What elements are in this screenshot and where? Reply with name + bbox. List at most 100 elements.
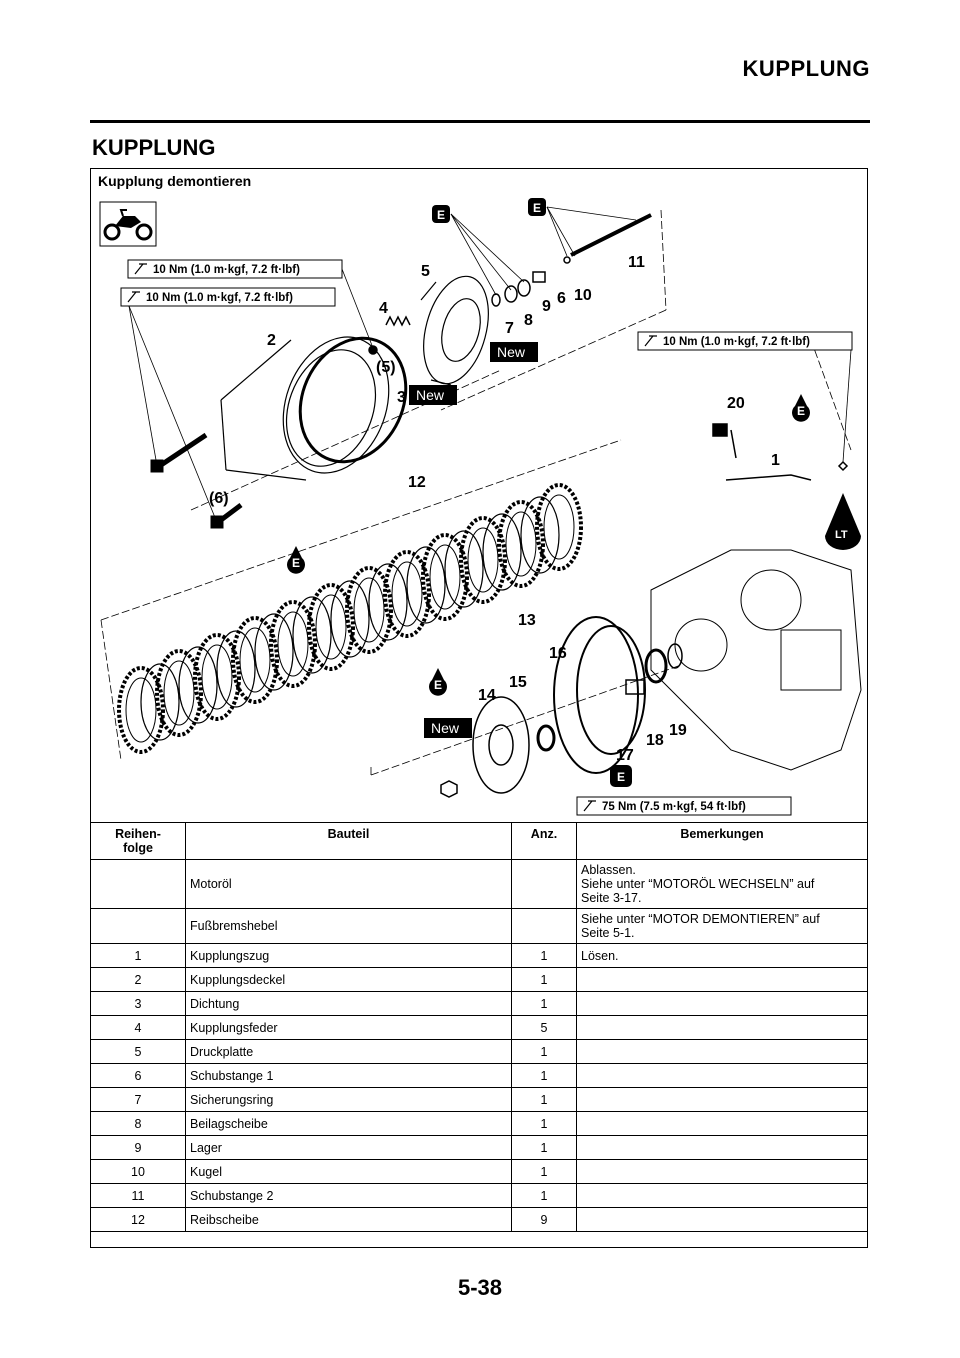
cell-order	[91, 859, 186, 909]
table-row: Motoröl Ablassen. Siehe unter “MOTORÖL W…	[91, 859, 867, 909]
svg-text:(6): (6)	[209, 490, 229, 507]
engine-block	[650, 549, 862, 771]
cell-part: Kupplungsdeckel	[185, 967, 512, 992]
cell-order	[91, 908, 186, 944]
torque-box-1: 10 Nm (1.0 m·kgf, 7.2 ft·lbf)	[127, 259, 343, 279]
new-badge-3: New	[424, 718, 472, 738]
svg-text:20: 20	[727, 395, 745, 412]
svg-text:5: 5	[421, 263, 430, 280]
cell-part: Fußbremshebel	[185, 908, 512, 944]
spacer	[625, 679, 645, 695]
torque-box-2: 10 Nm (1.0 m·kgf, 7.2 ft·lbf)	[120, 287, 336, 307]
cell-qty: 1	[511, 1183, 577, 1208]
needle-bearing	[644, 648, 668, 684]
cell-qty: 1	[511, 991, 577, 1016]
cell-part: Lager	[185, 1135, 512, 1160]
table-header-row: Reihen- folge Bauteil Anz. Bemerkungen	[91, 822, 867, 860]
clutch-spring	[368, 315, 411, 355]
cell-part: Beilagscheibe	[185, 1111, 512, 1136]
cell-order: 3	[91, 991, 186, 1016]
svg-text:12: 12	[408, 474, 426, 491]
cell-remarks	[576, 1183, 867, 1208]
table-row: 10 Kugel 1	[91, 1159, 867, 1184]
cell-remarks	[576, 991, 867, 1016]
header-title: KUPPLUNG	[742, 56, 870, 81]
svg-text:New: New	[497, 344, 526, 360]
svg-text:New: New	[431, 720, 460, 736]
cover-bolt	[150, 432, 243, 529]
table-row: 8 Beilagscheibe 1	[91, 1111, 867, 1136]
torque-label-1: 10 Nm (1.0 m·kgf, 7.2 ft·lbf)	[153, 264, 300, 276]
svg-text:2: 2	[267, 332, 276, 349]
svg-text:E: E	[434, 678, 442, 692]
svg-text:E: E	[437, 208, 445, 222]
cell-qty: 5	[511, 1015, 577, 1040]
cell-remarks: Siehe unter “MOTOR DEMONTIEREN” auf Seit…	[576, 908, 867, 944]
oil-icon-top-2: E	[528, 198, 546, 216]
svg-text:9: 9	[542, 298, 551, 315]
torque-box-3: 10 Nm (1.0 m·kgf, 7.2 ft·lbf)	[637, 331, 853, 351]
page-number: 5-38	[457, 1275, 503, 1300]
clutch-washer	[536, 724, 556, 752]
table-row: Fußbremshebel Siehe unter “MOTOR DEMONTI…	[91, 908, 867, 944]
svg-text:E: E	[617, 770, 625, 784]
cell-order: 10	[91, 1159, 186, 1184]
oil-icon-bottom: E	[610, 765, 632, 787]
callout-labels: 1 2 3 4 5 6 7 8 9 10 11 12 13 14 15 16 1…	[209, 254, 780, 764]
pressure-plate	[420, 275, 489, 386]
svg-text:4: 4	[379, 300, 388, 317]
svg-text:17: 17	[616, 747, 634, 764]
cell-order: 4	[91, 1015, 186, 1040]
cell-part: Sicherungsring	[185, 1087, 512, 1112]
torque-label-4: 75 Nm (7.5 m·kgf, 54 ft·lbf)	[602, 801, 746, 813]
exploded-diagram: 10 Nm (1.0 m·kgf, 7.2 ft·lbf) 10 Nm (1.0…	[99, 198, 862, 816]
svg-text:7: 7	[505, 320, 514, 337]
svg-text:New: New	[416, 387, 445, 403]
cell-remarks: Lösen.	[576, 943, 867, 968]
cell-part: Kugel	[185, 1159, 512, 1184]
table-row: 5 Druckplatte 1	[91, 1039, 867, 1064]
svg-text:E: E	[533, 201, 541, 215]
oil-icon-top-1: E	[432, 205, 450, 223]
cell-remarks	[576, 1135, 867, 1160]
torque-box-4: 75 Nm (7.5 m·kgf, 54 ft·lbf)	[576, 796, 792, 816]
svg-text:(5): (5)	[376, 359, 396, 376]
new-badge-1: New	[490, 342, 538, 362]
cell-qty: 1	[511, 1159, 577, 1184]
cell-order: 7	[91, 1087, 186, 1112]
cell-qty: 1	[511, 1063, 577, 1088]
cell-qty: 1	[511, 1087, 577, 1112]
cell-remarks	[576, 1159, 867, 1184]
col-header-remarks: Bemerkungen	[576, 822, 867, 860]
torque-label-2: 10 Nm (1.0 m·kgf, 7.2 ft·lbf)	[146, 292, 293, 304]
cell-qty: 9	[511, 1207, 577, 1232]
table-row: 6 Schubstange 1 1	[91, 1063, 867, 1088]
col-header-order: Reihen- folge	[91, 822, 186, 860]
svg-text:19: 19	[669, 722, 687, 739]
bearing	[517, 279, 531, 297]
ball	[563, 256, 571, 264]
svg-text:13: 13	[518, 612, 536, 629]
cell-qty	[511, 859, 577, 909]
svg-text:16: 16	[549, 645, 567, 662]
cell-order: 9	[91, 1135, 186, 1160]
cell-order: 1	[91, 943, 186, 968]
cell-remarks	[576, 1039, 867, 1064]
svg-text:E: E	[797, 404, 805, 418]
table-row: 11 Schubstange 2 1	[91, 1183, 867, 1208]
clutch-cover	[220, 336, 390, 481]
header-rule	[90, 120, 870, 123]
cell-qty: 1	[511, 967, 577, 992]
new-badge-2: New	[409, 385, 457, 405]
push-rod-2	[570, 213, 652, 257]
svg-text:LT: LT	[835, 529, 848, 541]
clutch-boss	[472, 696, 530, 794]
section-title: KUPPLUNG	[92, 135, 216, 160]
svg-text:8: 8	[524, 312, 533, 329]
gasket	[298, 336, 408, 464]
cell-part: Reibscheibe	[185, 1207, 512, 1232]
cell-part: Schubstange 2	[185, 1183, 512, 1208]
table-row: 4 Kupplungsfeder 5	[91, 1015, 867, 1040]
cell-order: 11	[91, 1183, 186, 1208]
locktite-icon: LT	[825, 493, 861, 550]
